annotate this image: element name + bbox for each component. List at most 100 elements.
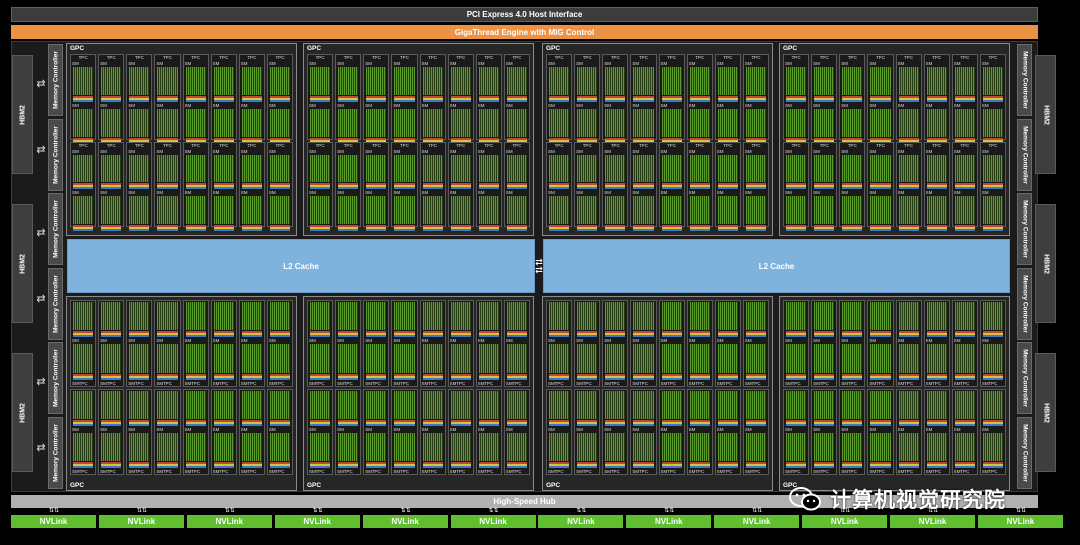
sm-core-block (870, 67, 891, 95)
sm-core-block (577, 67, 598, 95)
gigathread-label: GigaThread Engine with MIG Control (454, 27, 595, 37)
sm-label: SM (337, 426, 344, 432)
sm-core-block (842, 390, 863, 419)
sm-unit-band (338, 99, 359, 102)
tpc-label: TPC (162, 142, 172, 148)
sm-label: SM (841, 426, 848, 432)
sm-label: SM (897, 148, 905, 154)
sm-unit-band (926, 419, 947, 422)
sm-core-block (689, 67, 710, 95)
sm-unit-band (661, 419, 682, 422)
sm-core-block (661, 344, 682, 373)
sm-unit-band (213, 95, 234, 98)
memory-controller-left-1: Memory Controller (48, 44, 63, 116)
sm-unit-band (954, 137, 975, 140)
sm-label: SM (981, 61, 989, 66)
sm-unit-band (982, 466, 1003, 468)
sm-unit-band (898, 99, 919, 102)
sm-unit-band (338, 225, 359, 227)
sm-unit-band (338, 421, 359, 424)
nvlink-label: NVLink (479, 517, 507, 526)
sm-unit-band (338, 419, 359, 422)
sm-core-block (842, 302, 863, 331)
sm-unit-band (926, 466, 947, 468)
sm-unit-band (870, 421, 891, 424)
sm-unit-band (338, 335, 359, 338)
sm-unit-band (101, 333, 122, 336)
tpc-label: TPC (554, 380, 564, 386)
sm-unit-band (842, 375, 863, 378)
sm-unit-band (478, 187, 499, 190)
nvlink-label: NVLink (1006, 517, 1035, 526)
sm-unit-band (898, 466, 919, 468)
sm-unit-band (506, 187, 527, 190)
sm-core-block (549, 302, 570, 331)
sm-label: SM (240, 380, 248, 386)
sm-unit-band (689, 466, 710, 468)
sm-unit-band (101, 373, 122, 376)
tpc-label: TPC (932, 55, 942, 60)
sm-unit-band (954, 466, 975, 468)
sm-label: SM (576, 469, 583, 474)
sm-unit-band (213, 377, 234, 380)
sm-unit-band (870, 137, 891, 140)
sm-unit-band (213, 466, 234, 468)
sm-unit-band (549, 185, 570, 188)
sm-unit-band (73, 187, 94, 190)
sm-unit-band (129, 464, 150, 466)
sm-label: SM (212, 338, 220, 344)
sm-label: SM (505, 190, 513, 196)
sm-unit-band (926, 373, 947, 376)
sm-unit-band (549, 183, 570, 186)
sm-label: SM (841, 190, 848, 196)
sm-unit-band (954, 331, 975, 334)
sm-unit-band (394, 185, 415, 188)
sm-unit-band (101, 227, 122, 229)
sm-unit-band (101, 97, 122, 100)
sm-unit-band (898, 97, 919, 100)
sm-unit-band (689, 464, 710, 466)
sm-unit-band (310, 466, 331, 468)
sm-core-block (338, 196, 359, 224)
sm-core-block (926, 196, 947, 224)
sm-unit-band (870, 225, 891, 227)
sm-unit-band (366, 227, 387, 229)
sm-unit-band (73, 137, 94, 140)
sm-unit-band (394, 331, 415, 334)
sm-unit-band (269, 377, 290, 380)
sm-label: SM (309, 102, 316, 108)
tpc-label: TPC (695, 142, 705, 148)
sm-label: SM (156, 190, 164, 196)
sm-label: SM (100, 426, 107, 432)
sm-unit-band (786, 185, 807, 188)
sm-unit-band (213, 187, 234, 190)
sm-label: SM (548, 380, 555, 386)
tpc-label: TPC (484, 55, 494, 60)
sm-unit-band (185, 139, 206, 142)
sm-core-block (745, 390, 766, 419)
tpc-label: TPC (582, 142, 592, 148)
sm-core-block (366, 432, 387, 461)
sm-unit-band (870, 95, 891, 98)
sm-unit-band (394, 137, 415, 140)
sm-unit-band (129, 462, 150, 464)
sm-unit-band (366, 466, 387, 468)
sm-unit-band (814, 462, 835, 464)
sm-core-block (213, 154, 234, 183)
sm-unit-band (185, 187, 206, 190)
sm-unit-band (814, 466, 835, 468)
sm-core-block (213, 344, 234, 373)
sm-core-block (338, 344, 359, 373)
sm-label: SM (841, 469, 848, 474)
sm-unit-band (269, 419, 290, 422)
tpc-label: TPC (371, 142, 381, 148)
sm-unit-band (129, 421, 150, 424)
